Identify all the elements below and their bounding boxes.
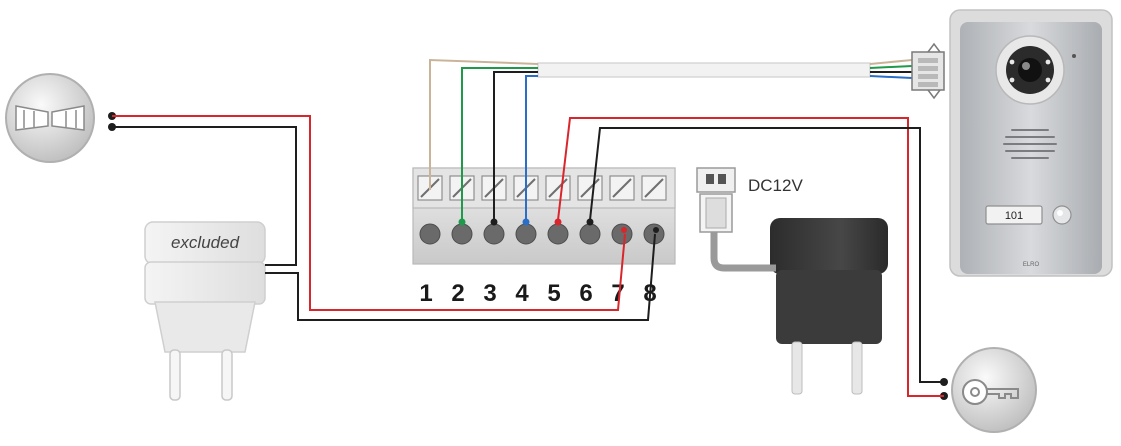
camera-lens-icon [995, 35, 1065, 105]
wire-red-5 [557, 117, 944, 397]
wire-excluded-to-8 [265, 233, 656, 321]
cable-connector-plug [911, 42, 945, 100]
terminal-number-7: 7 [611, 280, 624, 307]
wire-beige-1 [429, 58, 539, 190]
wire-blue-4 [525, 75, 538, 220]
terminal-number-6: 6 [579, 280, 592, 307]
gate-opener [5, 73, 116, 163]
dc-plug-connector [696, 167, 736, 233]
wires [112, 58, 944, 397]
terminal-screw-slot-6 [580, 178, 600, 198]
terminal-screw-slot-7 [612, 178, 632, 198]
terminal-number-2: 2 [451, 280, 464, 307]
wire-black-6 [589, 127, 944, 383]
excluded-power-adapter: excluded [144, 221, 266, 401]
terminal-number-3: 3 [483, 280, 496, 307]
key-switch [940, 347, 1037, 433]
terminal-hole-3 [483, 223, 505, 245]
brand-label: ELRO [1023, 262, 1040, 268]
terminal-hole-1 [419, 223, 441, 245]
terminal-block [412, 167, 676, 265]
speaker-grille-icon [1003, 129, 1057, 159]
door-station-cable [537, 42, 945, 100]
terminal-hole-7 [611, 223, 633, 245]
call-button-icon [1052, 205, 1072, 225]
wire-end-dots [458, 218, 659, 233]
wire-gate-black [112, 126, 297, 266]
wire-gate-red [112, 115, 626, 311]
door-station-panel: 101 ELRO [949, 9, 1113, 277]
terminal-hole-6 [579, 223, 601, 245]
name-plate-number: 101 [1005, 210, 1023, 222]
excluded-label: excluded [171, 233, 240, 252]
wire-black-3 [493, 71, 538, 220]
terminal-screw-slot-5 [548, 178, 568, 198]
name-plate: 101 [985, 205, 1043, 225]
wire-green-2 [461, 67, 538, 220]
dc12v-power-adapter: DC12V [696, 167, 888, 395]
terminal-hole-2 [451, 223, 473, 245]
terminal-hole-4 [515, 223, 537, 245]
terminal-screw-slot-8 [644, 178, 664, 198]
key-switch-icon [962, 379, 1019, 405]
terminal-number-5: 5 [547, 280, 560, 307]
terminal-number-1: 1 [419, 280, 432, 307]
terminal-hole-5 [547, 223, 569, 245]
gate-opener-icon [15, 105, 85, 131]
dc12v-label: DC12V [748, 176, 803, 195]
terminal-number-4: 4 [515, 280, 529, 307]
